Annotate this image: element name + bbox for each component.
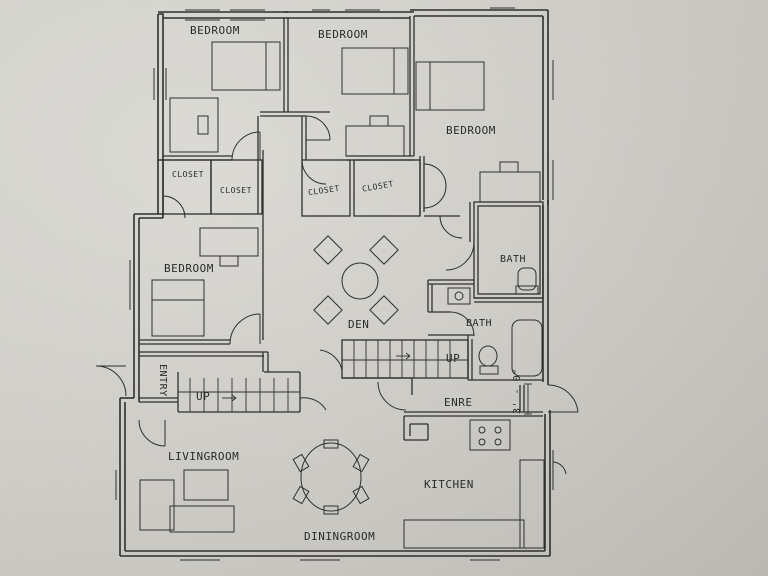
label-bedroom-1: BEDROOM	[190, 24, 240, 37]
windows	[115, 7, 554, 561]
label-bath-2: BATH	[466, 318, 493, 329]
label-bath-1: BATH	[500, 254, 527, 265]
label-stairs-up-entry: UP	[196, 390, 211, 403]
doors	[95, 115, 579, 475]
dimension-mark	[524, 383, 532, 415]
label-entry-back: ENRE	[444, 396, 473, 409]
label-dining-room: DININGROOM	[304, 530, 376, 543]
label-bedroom-2: BEDROOM	[318, 28, 368, 41]
furniture	[139, 41, 545, 549]
label-closet-2: CLOSET	[220, 186, 252, 195]
label-dimension: 3' - 0"	[512, 368, 523, 414]
label-entry-side: ENTRY	[157, 364, 168, 397]
label-living-room: LIVINGROOM	[168, 450, 240, 463]
label-den: DEN	[348, 318, 370, 331]
label-stairs-up-den: UP	[446, 352, 461, 365]
label-bedroom-4: BEDROOM	[164, 262, 214, 275]
label-bedroom-3: BEDROOM	[446, 124, 496, 137]
stairs	[178, 340, 468, 412]
label-closet-1: CLOSET	[172, 170, 204, 179]
label-kitchen: KITCHEN	[424, 478, 474, 491]
